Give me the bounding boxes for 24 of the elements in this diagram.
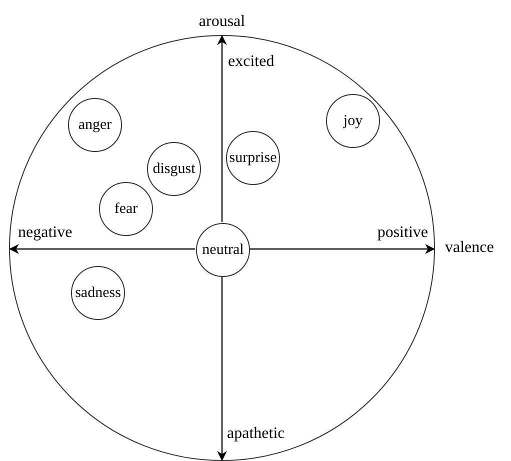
axis-end-label: negative xyxy=(18,225,72,241)
emotion-circle xyxy=(226,131,280,185)
axis-arrow xyxy=(217,276,227,461)
axis-title: valence xyxy=(445,240,494,256)
axis-end-label: excited xyxy=(228,54,274,70)
emotion-circle xyxy=(71,266,125,320)
outer-circle xyxy=(9,35,435,461)
emotion-label: disgust xyxy=(152,162,196,176)
axis-title: arousal xyxy=(198,14,246,30)
emotion-label: neutral xyxy=(202,242,244,258)
emotion-label: joy xyxy=(343,114,363,128)
emotion-circle xyxy=(147,142,201,196)
axis-arrow xyxy=(217,35,227,222)
emotion-circle xyxy=(68,98,122,152)
axis-end-label: positive xyxy=(377,225,428,241)
emotion-circle xyxy=(196,223,250,277)
emotion-label: sadness xyxy=(75,286,121,300)
axis-arrow xyxy=(249,244,435,254)
axis-arrow xyxy=(9,244,195,254)
axis-end-label: apathetic xyxy=(227,426,285,442)
emotion-circle xyxy=(326,94,380,148)
emotion-circle xyxy=(99,182,153,236)
emotion-label: surprise xyxy=(229,150,277,166)
emotion-label: fear xyxy=(114,202,138,216)
